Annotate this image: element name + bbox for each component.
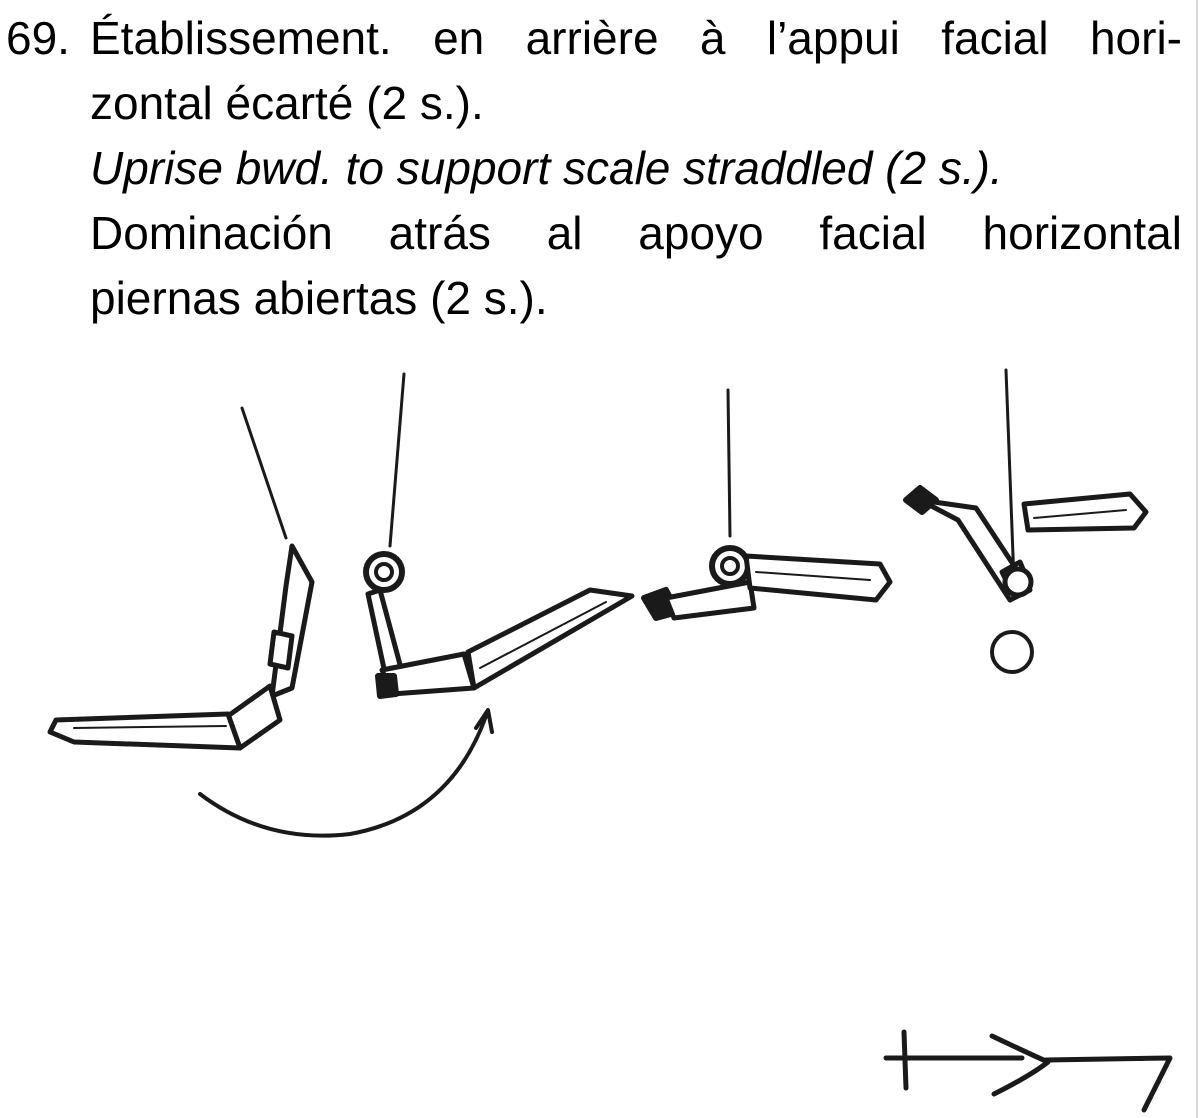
spanish-description-line-2: piernas abiertas (2 s.). bbox=[90, 272, 548, 324]
figure-phase-2 bbox=[363, 372, 635, 699]
element-descriptions: Établissement. en arrière à l’appui faci… bbox=[90, 6, 1182, 331]
spanish-description-line-1: Dominación atrás al apoyo facial horizon… bbox=[90, 207, 1182, 259]
symbol-stroke-tail bbox=[1043, 1055, 1173, 1113]
page-right-border bbox=[1196, 0, 1198, 1118]
english-description: Uprise bwd. to support scale straddled (… bbox=[90, 142, 1003, 194]
curved-arrow bbox=[198, 708, 494, 838]
french-description-line-1: Établissement. en arrière à l’appui faci… bbox=[90, 12, 1182, 64]
figure-phase-4 bbox=[903, 368, 1149, 674]
movement-illustration bbox=[30, 350, 1170, 870]
french-description-line-2: zontal écarté (2 s.). bbox=[90, 77, 484, 129]
handwritten-symbol bbox=[880, 1020, 1180, 1118]
element-number: 69. bbox=[6, 12, 70, 64]
figure-phase-3 bbox=[641, 388, 893, 621]
symbol-stroke-arrowhead bbox=[989, 1033, 1051, 1097]
figure-phase-1 bbox=[47, 406, 315, 751]
